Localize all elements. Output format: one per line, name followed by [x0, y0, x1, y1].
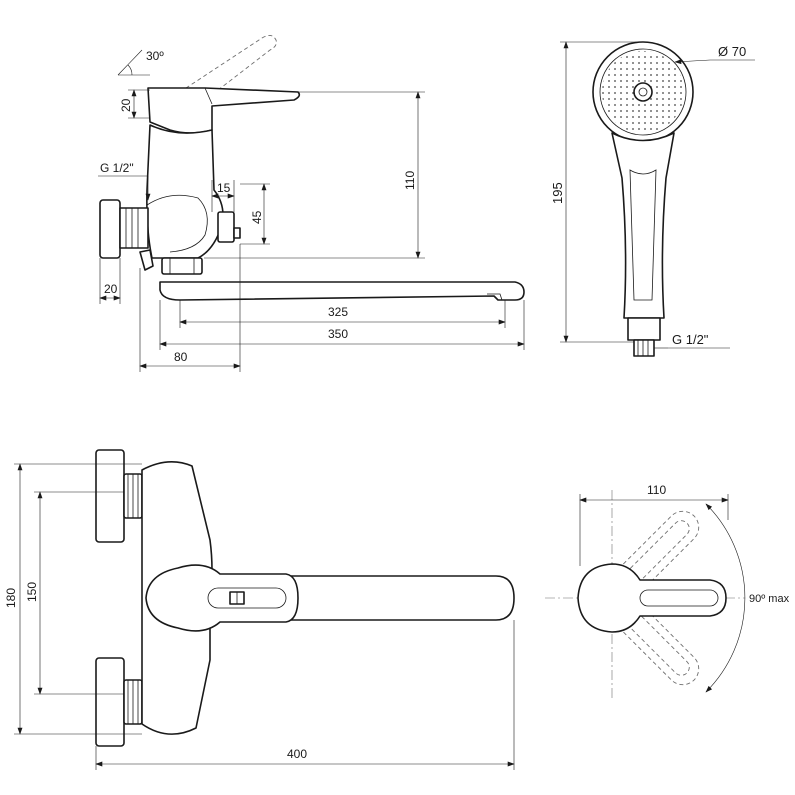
front-view: 180 150 400: [4, 449, 515, 770]
svg-text:180: 180: [4, 588, 18, 608]
svg-text:150: 150: [25, 582, 39, 602]
lever-top: [577, 563, 727, 633]
svg-text:15: 15: [217, 181, 231, 195]
dim-height-180: 180: [4, 463, 142, 735]
side-view: 30º 20: [98, 35, 525, 372]
dim-eccentric-depth: 20: [99, 258, 121, 304]
svg-text:350: 350: [328, 327, 348, 341]
svg-text:20: 20: [104, 282, 118, 296]
svg-text:G 1/2": G 1/2": [672, 332, 709, 347]
svg-text:325: 325: [328, 305, 348, 319]
dim-lever-rotation: 90º max: [705, 503, 790, 693]
svg-text:400: 400: [287, 747, 307, 761]
dim-inlet-thread: G 1/2": [98, 161, 151, 201]
dim-total-length: 400: [95, 620, 515, 770]
svg-text:Ø 70: Ø 70: [718, 44, 746, 59]
dim-lever-offset: 15: [211, 180, 235, 212]
svg-text:110: 110: [403, 171, 417, 190]
svg-text:20: 20: [119, 98, 133, 112]
hand-shower-view: Ø 70 195 G 1/2": [550, 41, 755, 357]
dim-spout-overall: 350: [159, 300, 525, 350]
svg-text:110: 110: [647, 483, 666, 497]
diverter-knob: [217, 211, 235, 243]
dim-height-45: 45: [240, 183, 270, 245]
lever-front: [145, 564, 299, 632]
wall-flange-side: [99, 199, 121, 259]
eccentric-connector: [119, 207, 149, 249]
shower-outlet-nipple: [139, 249, 154, 271]
svg-text:195: 195: [550, 182, 565, 204]
dim-hose-thread: G 1/2": [654, 332, 730, 349]
dim-spout-inner: 325: [179, 300, 506, 328]
lever-raised-outline: [179, 35, 277, 105]
mixer-body-side: [146, 124, 224, 259]
svg-text:G 1/2": G 1/2": [100, 161, 134, 175]
dim-inlet-spacing: 150: [25, 491, 124, 695]
angle-indicator: 30º: [117, 49, 164, 76]
spout-nut: [161, 257, 203, 275]
dim-shower-length: 195: [550, 41, 643, 343]
wall-flange-lower: [95, 657, 125, 747]
svg-text:45: 45: [250, 210, 264, 224]
dim-height-110: 110: [204, 91, 425, 259]
dim-lever-height: 20: [119, 89, 150, 119]
spout-side: [159, 281, 525, 301]
lever-rotation-view: 110 90º max: [545, 483, 790, 700]
dim-head-diameter: Ø 70: [674, 44, 755, 65]
dim-body-depth: 80: [139, 244, 241, 372]
handle-connector: [627, 317, 661, 341]
lever-handle: [147, 87, 301, 134]
lever-angle-label: 30º: [146, 49, 164, 63]
dim-lever-width: 110: [579, 483, 729, 566]
svg-text:90º max: 90º max: [749, 593, 790, 605]
shower-handle: [611, 132, 675, 319]
svg-text:80: 80: [174, 350, 188, 364]
